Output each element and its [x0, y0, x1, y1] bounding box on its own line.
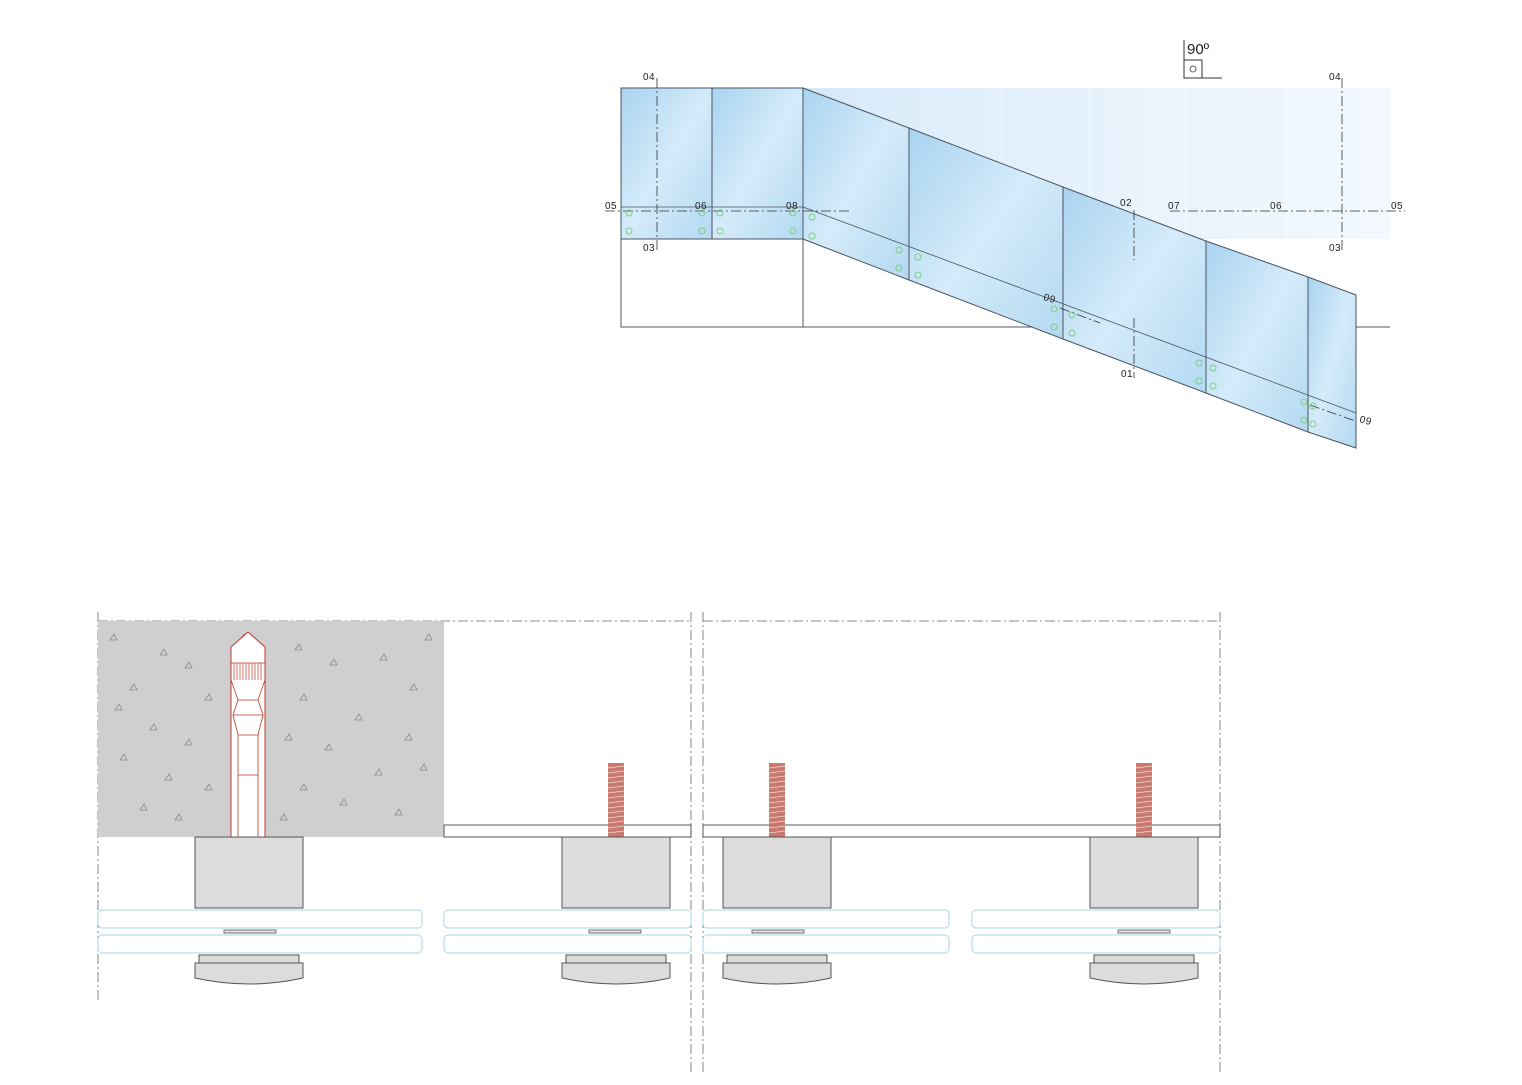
glass-sheet-lines	[97, 909, 1221, 954]
glass-balustrade-elevation: 90º 04 04 03 03 05 05 06 06 08 02 01 07 …	[605, 40, 1405, 449]
section-label-08: 08	[786, 201, 798, 212]
concrete-aggregate-texture	[109, 633, 433, 821]
anchor-details	[97, 612, 1221, 1075]
section-label-09-b: 09	[1358, 414, 1373, 428]
cover-caps	[194, 954, 1199, 985]
section-label-07: 07	[1168, 201, 1180, 212]
section-labels: 04 04 03 03 05 05 06 06 08 02 01 07 09 0…	[605, 72, 1403, 428]
cover-cap-2	[561, 954, 671, 985]
glass-panel-sloped-5	[1307, 276, 1357, 449]
chemical-anchor	[230, 631, 266, 838]
section-label-03-left: 03	[643, 243, 655, 254]
section-label-01: 01	[1121, 369, 1133, 380]
glass-panel-sloped-4	[1205, 240, 1309, 433]
section-label-06-left: 06	[695, 201, 707, 212]
section-lines	[605, 78, 1405, 422]
cover-cap-1	[194, 954, 304, 985]
angle-label: 90º	[1187, 41, 1210, 58]
section-label-05-right: 05	[1391, 201, 1403, 212]
glass-panel-straight-2	[711, 87, 804, 240]
section-label-02: 02	[1120, 198, 1132, 209]
section-label-04-left: 04	[643, 72, 655, 83]
section-label-09-a: 09	[1042, 292, 1057, 306]
gasket-strips	[223, 929, 1171, 934]
mounting-block-4	[1089, 836, 1199, 909]
base-profile-line	[621, 206, 1357, 414]
cover-cap-4	[1089, 954, 1199, 985]
threaded-rod-detail-1	[561, 763, 671, 909]
angle-indicator: 90º	[1183, 40, 1222, 79]
glass-panel-straight-1	[620, 87, 713, 240]
mounting-block-2	[561, 836, 671, 909]
concrete-anchor-detail	[98, 621, 444, 909]
fixing-points	[625, 209, 1317, 428]
cover-cap-3	[722, 954, 832, 985]
anchor-thread	[233, 663, 262, 680]
section-label-06-right: 06	[1270, 201, 1282, 212]
section-label-03-right: 03	[1329, 243, 1341, 254]
threaded-rod-detail-3	[1089, 763, 1199, 909]
section-label-05-left: 05	[605, 201, 617, 212]
mounting-block-1	[194, 836, 304, 909]
threaded-rod-detail-2	[722, 763, 832, 909]
mounting-block-3	[722, 836, 832, 909]
concrete-slab	[98, 621, 444, 837]
steel-plate-lines	[443, 824, 1221, 838]
section-label-04-right: 04	[1329, 72, 1341, 83]
